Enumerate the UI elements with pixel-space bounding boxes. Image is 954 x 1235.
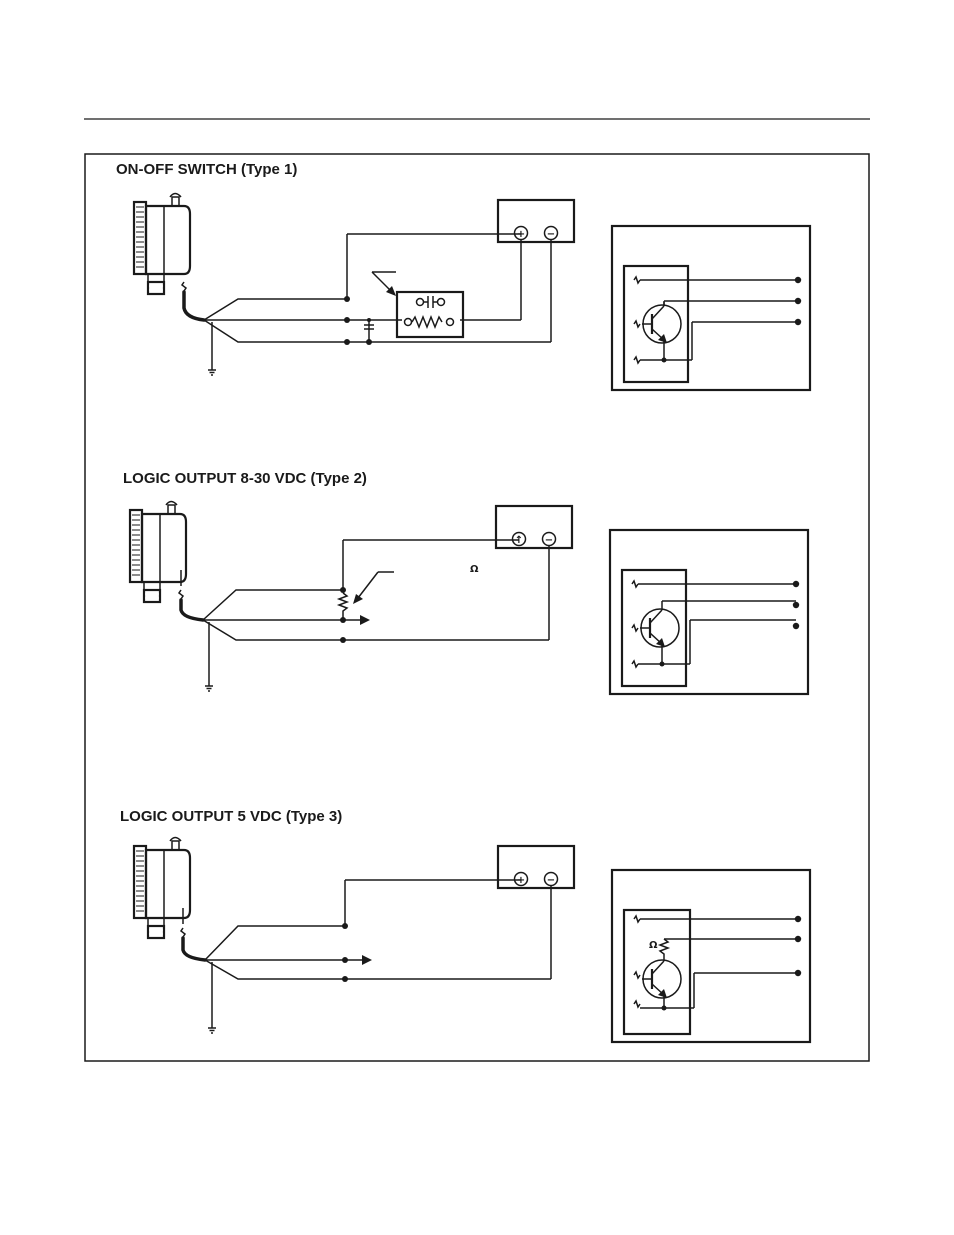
sensor-type1 xyxy=(134,194,190,295)
output-schematic-type2 xyxy=(610,530,808,694)
output-schematic-type1 xyxy=(612,226,810,390)
resistor-ohm-type3: Ω xyxy=(649,940,658,951)
section-title-type3: LOGIC OUTPUT 5 VDC (Type 3) xyxy=(120,808,342,825)
section-type1: ON-OFF SWITCH (Type 1) + − xyxy=(116,161,810,390)
power-supply-type2 xyxy=(496,506,572,548)
power-supply-type1 xyxy=(498,200,574,242)
output-wiring-type1 xyxy=(664,301,798,360)
psu-minus-type1: − xyxy=(547,229,555,240)
sensor-type2 xyxy=(130,502,186,603)
sensor-type3 xyxy=(134,838,190,939)
psu-minus-type2: − xyxy=(545,535,553,546)
relay-box xyxy=(397,292,463,337)
diagram-frame xyxy=(85,154,869,1061)
psu-minus-type3: − xyxy=(547,875,555,886)
output-schematic-type3: Ω xyxy=(612,870,810,1042)
section-title-type1: ON-OFF SWITCH (Type 1) xyxy=(116,161,297,178)
section-type2: LOGIC OUTPUT 8-30 VDC (Type 2) ↑ − Ω xyxy=(123,470,808,694)
power-supply-type3 xyxy=(498,846,574,888)
section-type3: LOGIC OUTPUT 5 VDC (Type 3) + − xyxy=(120,808,810,1042)
section-title-type2: LOGIC OUTPUT 8-30 VDC (Type 2) xyxy=(123,470,367,487)
resistor-ohm-type2: Ω xyxy=(470,564,479,575)
output-wiring-type2 xyxy=(662,601,796,664)
